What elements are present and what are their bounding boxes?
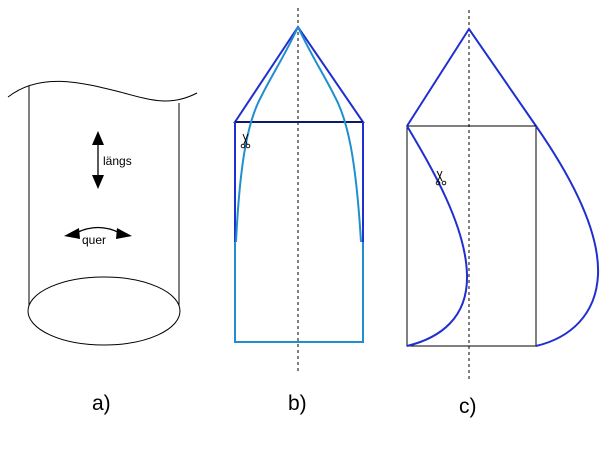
longitudinal-arrow-icon <box>92 131 104 189</box>
panel-c: c) <box>406 10 600 418</box>
panel-c-rectangle <box>406 125 537 347</box>
panel-c-triangle <box>406 27 537 127</box>
scissors-icon <box>435 170 447 186</box>
panel-b-triangle <box>233 25 365 123</box>
panel-b-base-outline <box>234 242 364 343</box>
panel-c-cut-curve-right <box>535 125 600 347</box>
panel-b-label: b) <box>288 392 307 415</box>
cylinder-bottom-ellipse <box>27 276 181 346</box>
panel-b-cut-curve-left <box>235 26 299 243</box>
panel-a-label: a) <box>92 392 111 415</box>
panel-c-cut-curve-left <box>406 125 469 347</box>
panel-b: b) <box>233 8 365 415</box>
scissors-icon <box>240 133 251 149</box>
transverse-label: quer <box>82 233 106 247</box>
panel-b-cut-curve-right <box>297 26 362 243</box>
transverse-arrow-icon <box>64 226 132 239</box>
longitudinal-label: längs <box>103 154 132 168</box>
panel-c-label: c) <box>459 395 477 418</box>
cylinder-top-wavy-edge <box>7 80 198 102</box>
panel-a: längs quer a) <box>7 80 198 415</box>
